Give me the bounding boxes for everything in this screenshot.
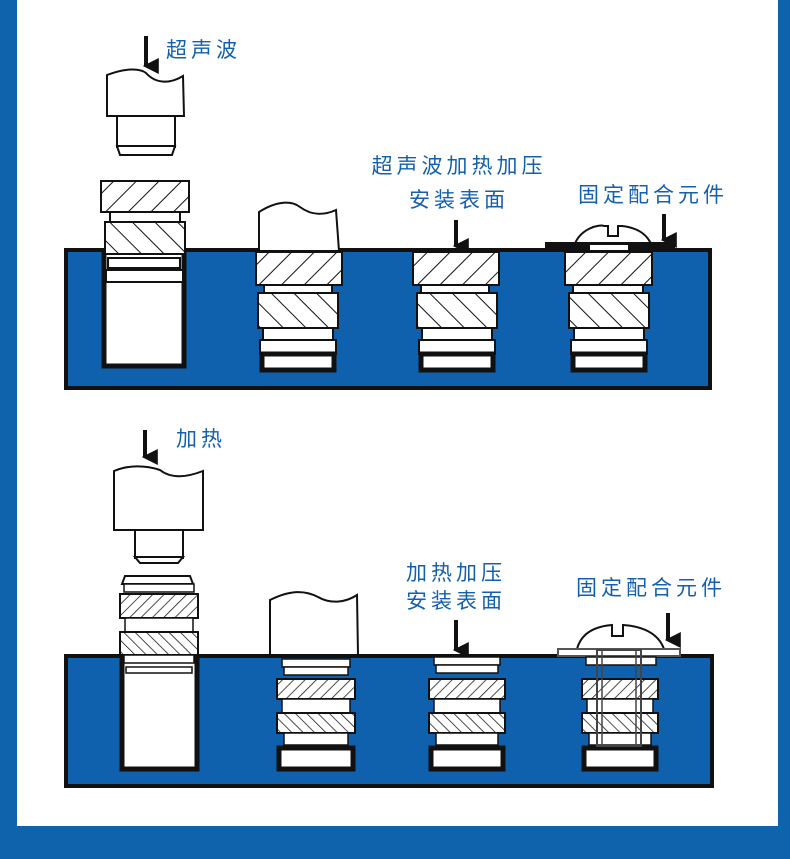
label-ultrasonic: 超声波 [166,38,241,62]
bottom-step3 [428,620,506,772]
top-step3 [412,220,500,373]
label-line-2: 安装表面 [409,188,509,212]
top-step2 [255,201,343,373]
label-fix-mating-component: 固定配合元件 [578,183,728,207]
screw-head [572,224,654,247]
label-line-2: 安装表面 [406,589,506,613]
bottom-step4 [557,613,681,772]
label-ultrasonic-heat-press: 超声波加热加压 安装表面 [359,153,559,213]
top-step1 [100,36,190,369]
bottom-step1 [113,430,204,772]
hole [119,654,200,772]
label-heat: 加热 [176,427,226,451]
bottom-step2 [269,591,360,772]
ultrasonic-horn [258,201,341,252]
label-heat-press: 加热加压 安装表面 [393,560,519,614]
heating-tip [269,591,360,656]
label-line-1: 加热加压 [406,561,506,585]
screw-shank [596,649,642,747]
ultrasonic-horn [106,68,186,117]
label-fix-mating-component: 固定配合元件 [576,576,726,600]
horn-tip [116,115,176,148]
label-line-1: 超声波加热加压 [371,154,547,178]
heating-tip [113,465,204,531]
top-step4 [545,214,677,373]
screw-head [575,623,666,650]
